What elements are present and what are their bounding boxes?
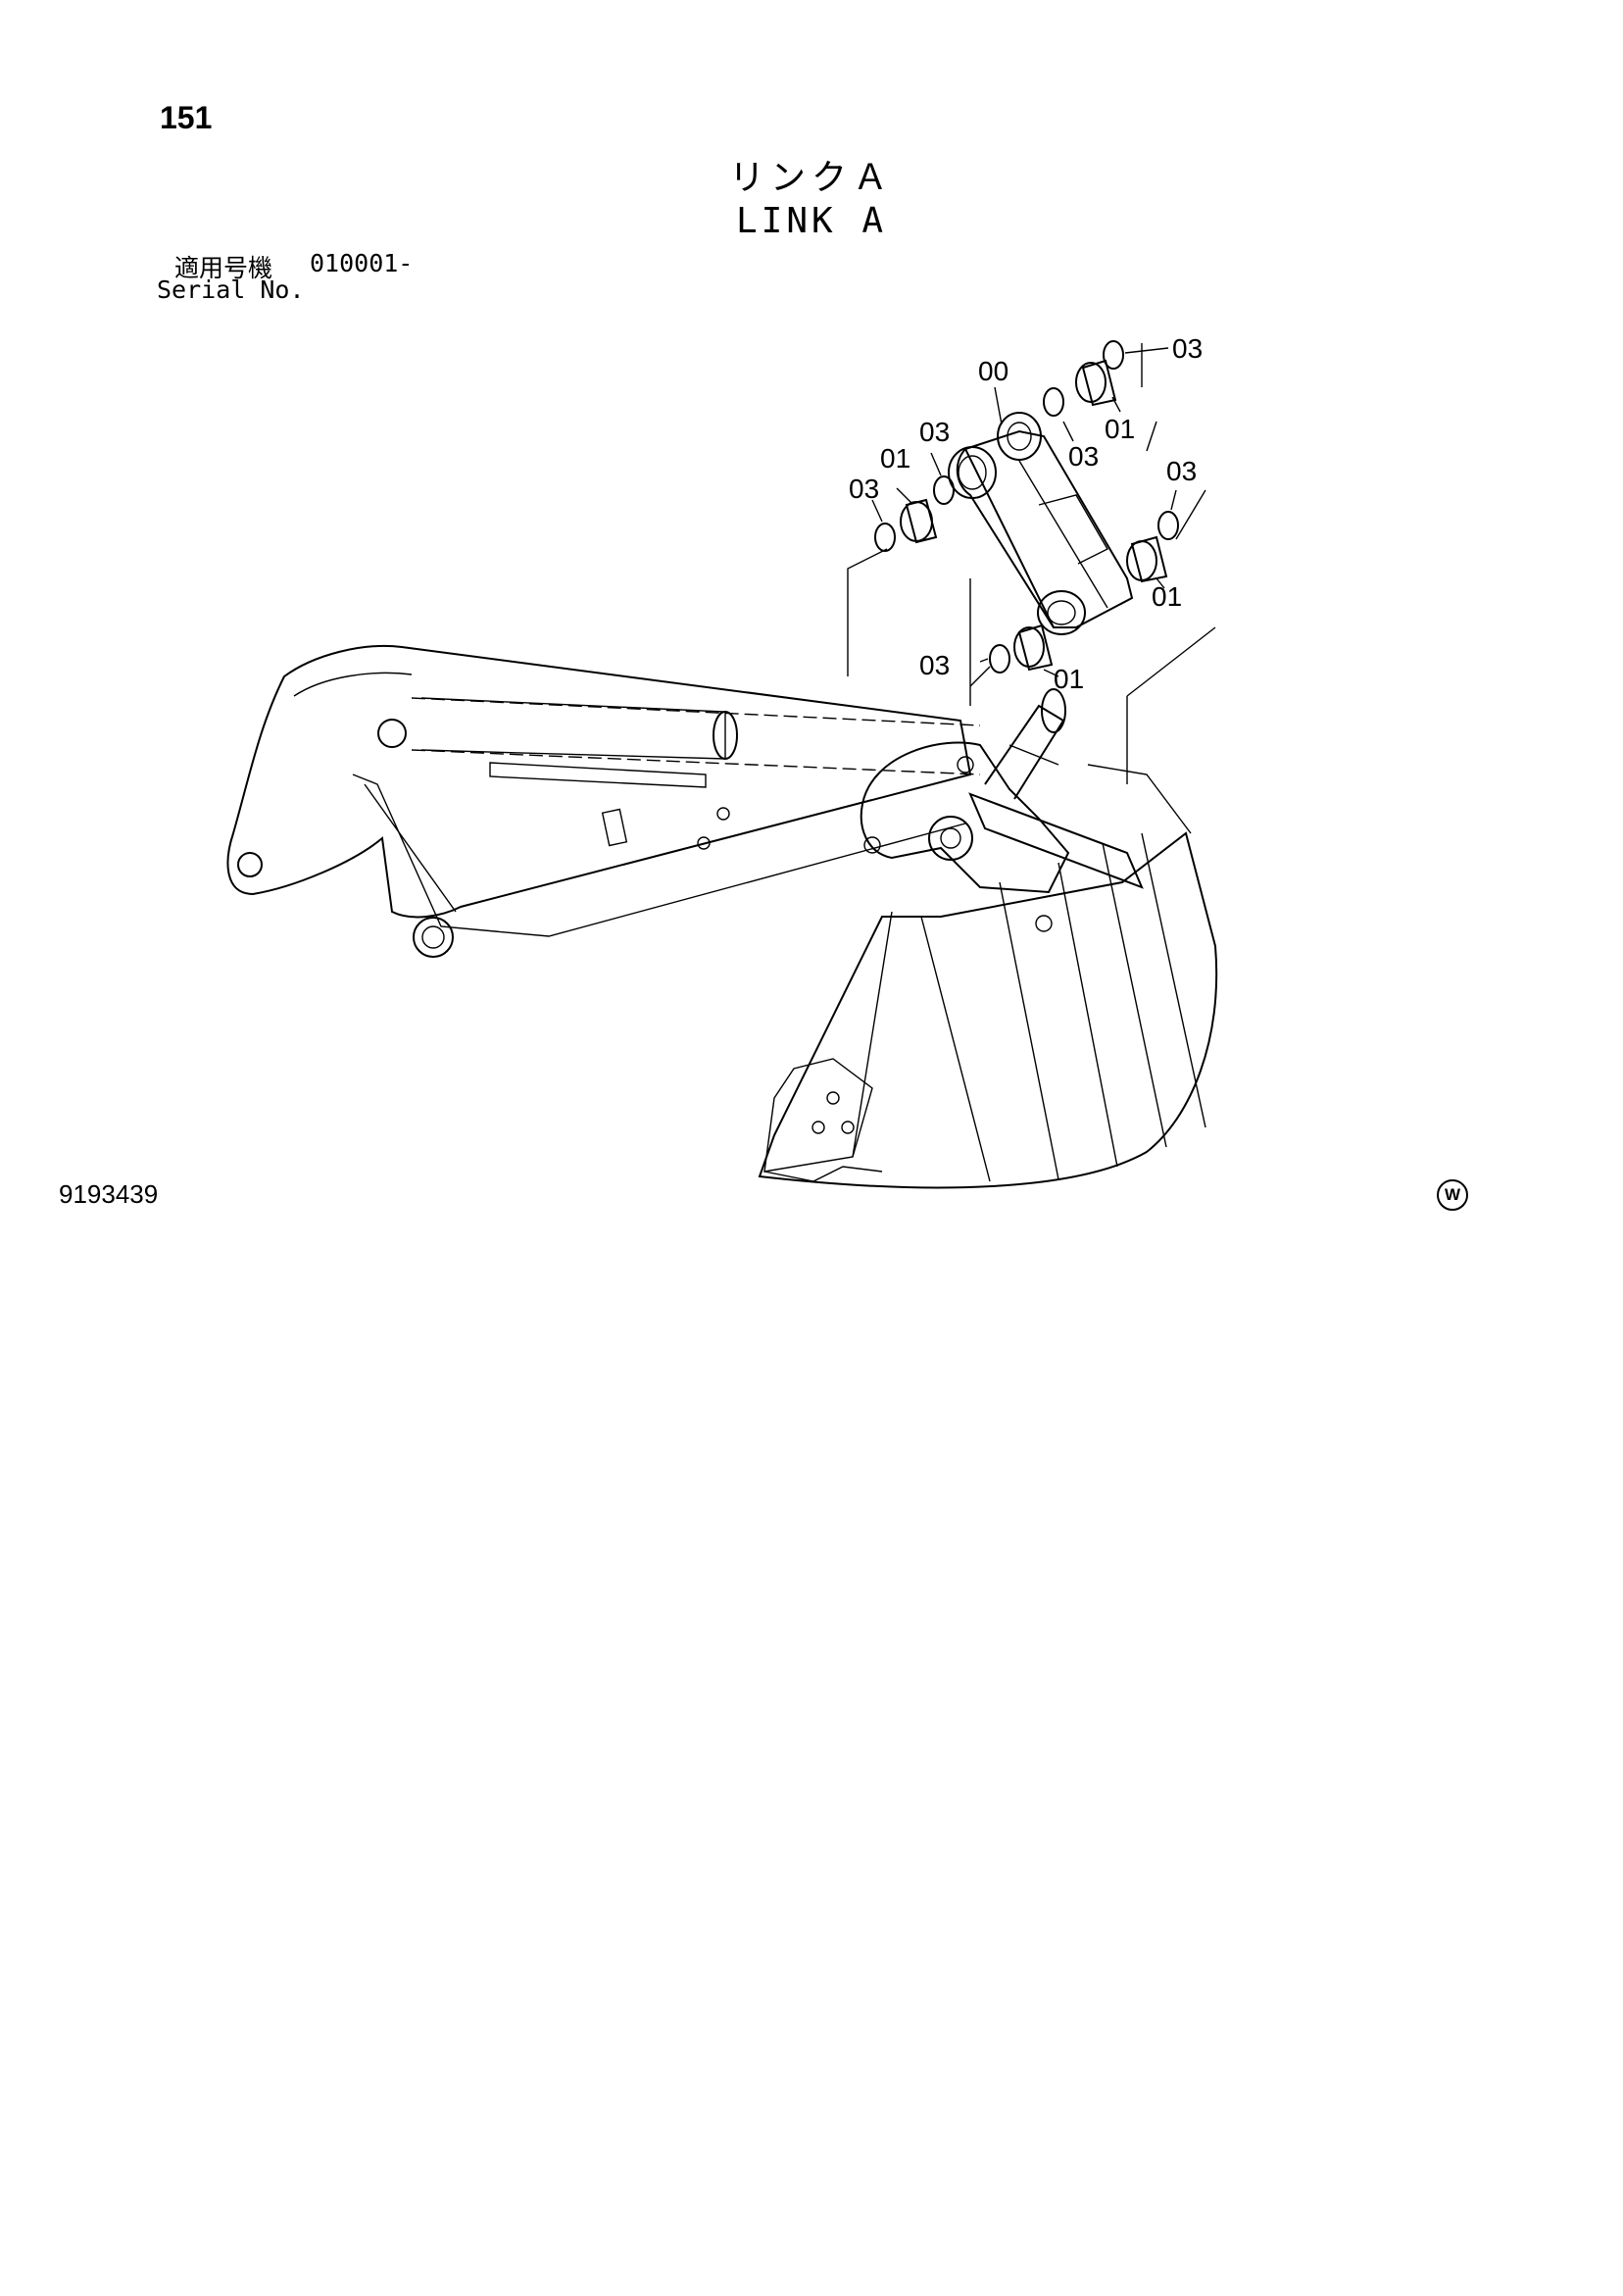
w-circle-mark: W <box>1437 1179 1468 1211</box>
page-number: 151 <box>160 100 213 135</box>
serial-label-english: Serial No. <box>157 275 305 304</box>
callout-03-bottom: 03 <box>919 650 950 680</box>
link-assembly-installed <box>860 688 1144 894</box>
callout-03-top-right: 03 <box>1172 333 1203 364</box>
serial-label-japanese: 適用号機 <box>174 254 273 282</box>
callout-03-left-outer: 03 <box>849 474 879 504</box>
callout-03-right: 03 <box>1166 456 1197 486</box>
callout-00: 00 <box>978 356 1008 386</box>
callout-leaders <box>871 347 1177 677</box>
callout-01-right: 01 <box>1152 581 1182 612</box>
seal-parts <box>874 340 1179 674</box>
callout-01-bottom: 01 <box>1054 664 1084 694</box>
callout-03-left-inner: 03 <box>919 417 950 447</box>
bucket-cylinder <box>411 697 981 850</box>
link-00-part <box>948 412 1134 635</box>
bucket-drawing <box>758 764 1218 1189</box>
bushing-parts <box>900 359 1168 672</box>
callout-03-top-mid: 03 <box>1068 441 1099 472</box>
callout-01-top-right: 01 <box>1105 414 1135 444</box>
callout-01-left: 01 <box>880 443 910 474</box>
serial-number-range: 010001- <box>310 249 414 277</box>
figure-number: 9193439 <box>59 1179 159 1209</box>
arm-drawing <box>226 644 972 958</box>
title-japanese: リンクＡ <box>728 158 894 198</box>
title-english: LINK A <box>735 201 888 241</box>
